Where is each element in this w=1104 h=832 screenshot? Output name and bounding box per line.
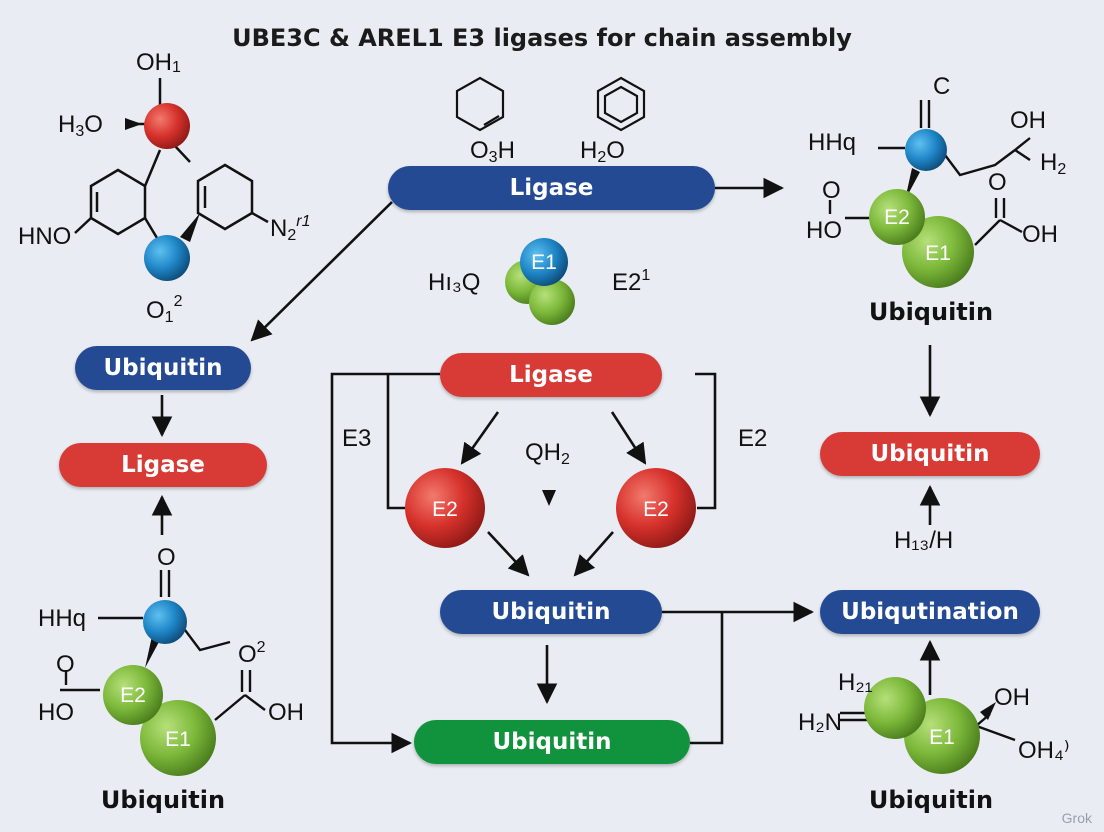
e1-center-ball — [520, 238, 568, 286]
tr-label-o1: O — [988, 169, 1007, 196]
e2-left-ball — [405, 468, 485, 548]
label-h2o: H2O — [580, 137, 625, 166]
tr-label-hhq: HHq — [808, 129, 856, 156]
label-h3o: H3O — [58, 111, 103, 140]
bracket-bottom-right — [690, 612, 724, 745]
bottom-left-molecule — [60, 570, 266, 721]
label-o12: O12 — [146, 293, 183, 326]
down-triangle — [542, 490, 556, 506]
ubiquitination-box: Ubiqutination — [820, 590, 1040, 634]
arrow-e2-left-to-ubiquitin — [487, 531, 530, 577]
br-e1-label: E1 — [929, 726, 955, 749]
label-o3h: O3H — [470, 137, 515, 166]
e2-right-ball — [616, 468, 696, 548]
label-e3: E3 — [342, 425, 371, 452]
diagram-title: UBE3C & AREL1 E3 ligases for chain assem… — [232, 24, 852, 52]
arrow-ligase-to-e2-right — [610, 411, 647, 465]
label-hno: HNO — [18, 223, 71, 250]
ligase-top-box: Ligase — [388, 166, 715, 210]
tr-label-h2: H2 — [1040, 149, 1066, 178]
arrowhead-h3o — [125, 118, 142, 130]
tr-e2-label: E2 — [884, 206, 910, 229]
br-label-oh4: OH₄⁾ — [1018, 737, 1070, 764]
e1-center-label: E1 — [531, 251, 557, 274]
bl-label-o2: O2 — [238, 639, 266, 668]
bl-label-o-top: O — [157, 544, 176, 571]
tr-label-oh2: OH — [1022, 221, 1058, 248]
tr-label-c: C — [933, 73, 950, 100]
ubiquitin-right-box: Ubiquitin — [820, 432, 1040, 476]
label-qh2: QH2 — [525, 439, 570, 468]
bl-label-ho: HO — [38, 699, 74, 726]
arrow-ligase-to-e2-left — [460, 411, 500, 465]
label-h13q: Hı₃Q — [428, 269, 480, 296]
caption-top-right: Ubiquitin — [868, 298, 994, 326]
bl-e2-label: E2 — [120, 684, 146, 707]
bl-wedge — [145, 636, 160, 668]
tr-e1-ball — [902, 216, 974, 288]
ubiquitin-left-box: Ubiquitin — [75, 346, 251, 390]
benzene-ring-right — [196, 163, 254, 231]
label-oh1: OH1 — [136, 49, 181, 76]
br-label-oh: OH — [994, 684, 1030, 711]
bl-blue-atom — [143, 600, 187, 644]
arrow-ligase-to-ubiquitin — [250, 201, 393, 342]
top-center-rings — [455, 76, 646, 132]
bracket-e2 — [695, 372, 717, 510]
bracket-e3 — [386, 374, 405, 510]
benzene-ring-top — [596, 76, 646, 132]
tr-e2-ball — [869, 189, 925, 245]
green-atom-right — [529, 279, 575, 325]
bl-label-hhq: HHq — [38, 605, 86, 632]
bracket-left-outer — [330, 372, 440, 754]
tr-label-ho: HO — [806, 217, 842, 244]
benzene-ring-left — [89, 168, 147, 236]
tr-blue-atom — [905, 129, 947, 171]
e2-left-label: E2 — [432, 498, 458, 521]
bl-e1-label: E1 — [165, 728, 191, 751]
tr-label-o2: O — [822, 177, 841, 204]
label-e2-side: E2 — [738, 425, 767, 452]
br-label-h21: H₂₁ — [838, 669, 873, 696]
blue-atom — [144, 235, 190, 281]
ligase-center-box: Ligase — [440, 353, 662, 397]
arrow-e2-right-to-ubiquitin — [573, 531, 614, 577]
br-wedge — [980, 702, 996, 720]
ubiquitin-bottom-box: Ubiquitin — [414, 720, 690, 764]
br-label-h2n: H₂N — [798, 709, 842, 736]
top-right-molecule — [828, 100, 1031, 246]
connectors — [151, 177, 941, 754]
bl-e2-ball — [103, 665, 163, 725]
caption-bottom-left: Ubiquitin — [100, 786, 226, 814]
bl-label-oh: OH — [268, 699, 304, 726]
watermark: Grok — [1061, 810, 1092, 826]
tr-e1-label: E1 — [925, 242, 951, 265]
top-left-molecule — [74, 78, 269, 244]
bl-label-o: O — [56, 651, 75, 678]
bl-e1-ball — [140, 700, 216, 776]
br-green-atom — [864, 677, 926, 739]
wedge-bond — [180, 213, 200, 242]
red-atom — [144, 103, 190, 149]
ubiquitin-center-box: Ubiquitin — [440, 590, 662, 634]
br-label-h131h: H₁₃/H — [894, 527, 953, 554]
cyclohexene-ring — [455, 76, 505, 132]
ligase-left-box: Ligase — [59, 443, 267, 487]
label-n2: N2r1 — [270, 213, 310, 244]
e2-right-label: E2 — [643, 498, 669, 521]
tr-label-oh: OH — [1010, 107, 1046, 134]
label-e2-sup: E21 — [612, 267, 650, 296]
caption-bottom-right: Ubiquitin — [868, 786, 994, 814]
